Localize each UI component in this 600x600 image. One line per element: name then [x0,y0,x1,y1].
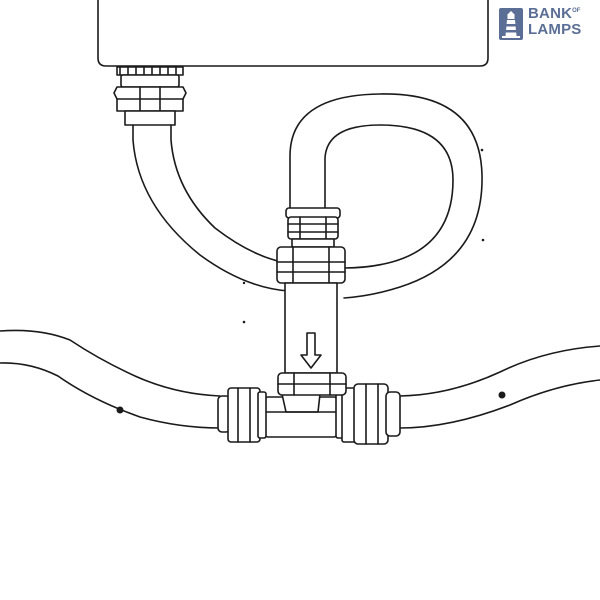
logo-line2: LAMPS [528,21,582,38]
flexible-hose [132,93,485,324]
tee-body [264,393,338,438]
bank-of-lamps-logo: BANKOF LAMPS [498,6,598,42]
gland-fitting [113,66,187,126]
main-pipe [0,329,600,429]
flow-direction-arrow-icon [300,332,322,369]
right-compression-fitting [335,383,401,445]
left-compression-fitting [217,387,267,443]
lighthouse-logo-icon [499,8,523,40]
appliance-box [97,0,489,67]
logo-of: OF [572,8,581,14]
logo-line1: BANK [528,5,573,22]
